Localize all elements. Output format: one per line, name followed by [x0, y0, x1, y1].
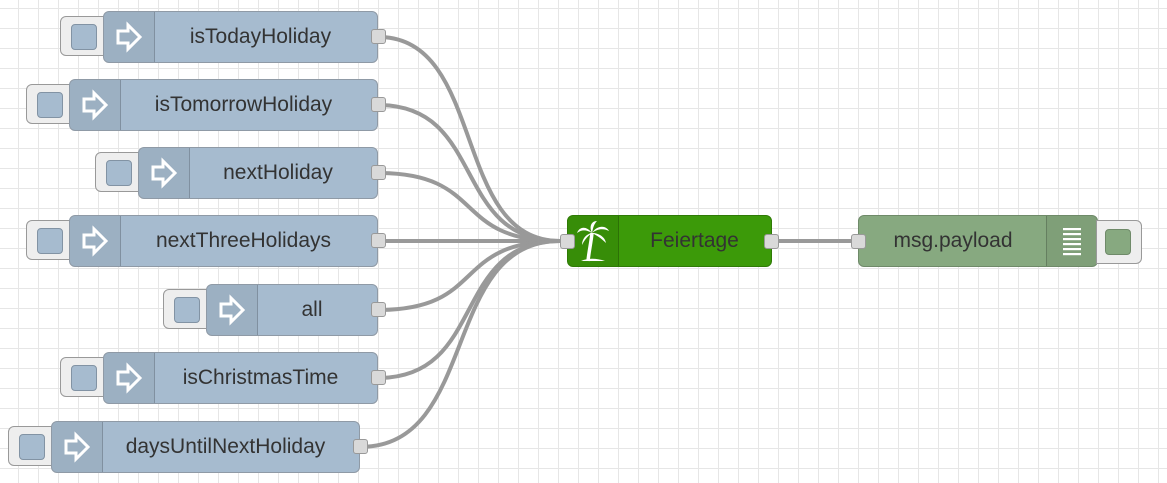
node-label: nextHoliday	[223, 161, 333, 184]
inject-trigger-button[interactable]	[8, 426, 60, 466]
output-port[interactable]	[371, 302, 386, 317]
inject-node-all[interactable]: all	[163, 284, 386, 336]
wire[interactable]	[377, 239, 561, 312]
inject-node-days-until-next-holiday[interactable]: daysUntilNextHoliday	[8, 421, 368, 473]
function-node-feiertage[interactable]: Feiertage	[560, 215, 779, 267]
node-label: isChristmasTime	[182, 366, 339, 389]
wire[interactable]	[377, 35, 561, 243]
inject-arrow-icon	[104, 353, 155, 403]
inject-button-square	[19, 434, 45, 460]
palm-tree-icon	[568, 216, 619, 266]
inject-node-is-today-holiday[interactable]: isTodayHoliday	[60, 11, 386, 63]
inject-button-square	[37, 92, 63, 118]
node-label: msg.payload	[893, 229, 1013, 252]
inject-arrow-icon	[70, 216, 121, 266]
wire[interactable]	[377, 103, 561, 243]
inject-node-body[interactable]: isChristmasTime	[103, 352, 378, 404]
node-label: Feiertage	[650, 229, 739, 252]
inject-node-body[interactable]: nextThreeHolidays	[69, 215, 378, 267]
inject-node-body[interactable]: isTodayHoliday	[103, 11, 378, 63]
wire[interactable]	[377, 171, 561, 243]
inject-button-square	[174, 297, 200, 323]
inject-arrow-icon	[104, 12, 155, 62]
inject-arrow-icon	[70, 80, 121, 130]
node-label: isTomorrowHoliday	[154, 93, 333, 116]
inject-node-body[interactable]: nextHoliday	[138, 147, 378, 199]
input-port[interactable]	[560, 234, 575, 249]
inject-node-next-three-holidays[interactable]: nextThreeHolidays	[26, 215, 386, 267]
node-label: nextThreeHolidays	[155, 229, 332, 252]
debug-list-icon	[1046, 216, 1097, 266]
output-port[interactable]	[353, 439, 368, 454]
inject-arrow-icon	[207, 285, 258, 335]
output-port[interactable]	[371, 233, 386, 248]
input-port[interactable]	[851, 234, 866, 249]
inject-node-body[interactable]: all	[206, 284, 378, 336]
inject-button-square	[106, 160, 132, 186]
inject-node-next-holiday[interactable]: nextHoliday	[95, 147, 386, 199]
inject-node-body[interactable]: daysUntilNextHoliday	[51, 421, 360, 473]
debug-node-msg-payload[interactable]: msg.payload	[851, 215, 1098, 267]
node-label: daysUntilNextHoliday	[125, 435, 326, 458]
debug-toggle-button[interactable]	[1096, 220, 1142, 264]
debug-toggle-square	[1105, 229, 1131, 255]
output-port[interactable]	[371, 370, 386, 385]
inject-arrow-icon	[139, 148, 190, 198]
inject-node-is-tomorrow-holiday[interactable]: isTomorrowHoliday	[26, 79, 386, 131]
inject-node-body[interactable]: isTomorrowHoliday	[69, 79, 378, 131]
inject-node-is-christmas-time[interactable]: isChristmasTime	[60, 352, 386, 404]
node-label: all	[301, 298, 323, 321]
inject-button-square	[37, 228, 63, 254]
output-port[interactable]	[371, 29, 386, 44]
inject-arrow-icon	[52, 422, 103, 472]
output-port[interactable]	[371, 97, 386, 112]
node-label: isTodayHoliday	[189, 25, 332, 48]
inject-button-square	[71, 24, 97, 50]
output-port[interactable]	[764, 234, 779, 249]
inject-button-square	[71, 365, 97, 391]
output-port[interactable]	[371, 165, 386, 180]
wire[interactable]	[359, 239, 561, 449]
